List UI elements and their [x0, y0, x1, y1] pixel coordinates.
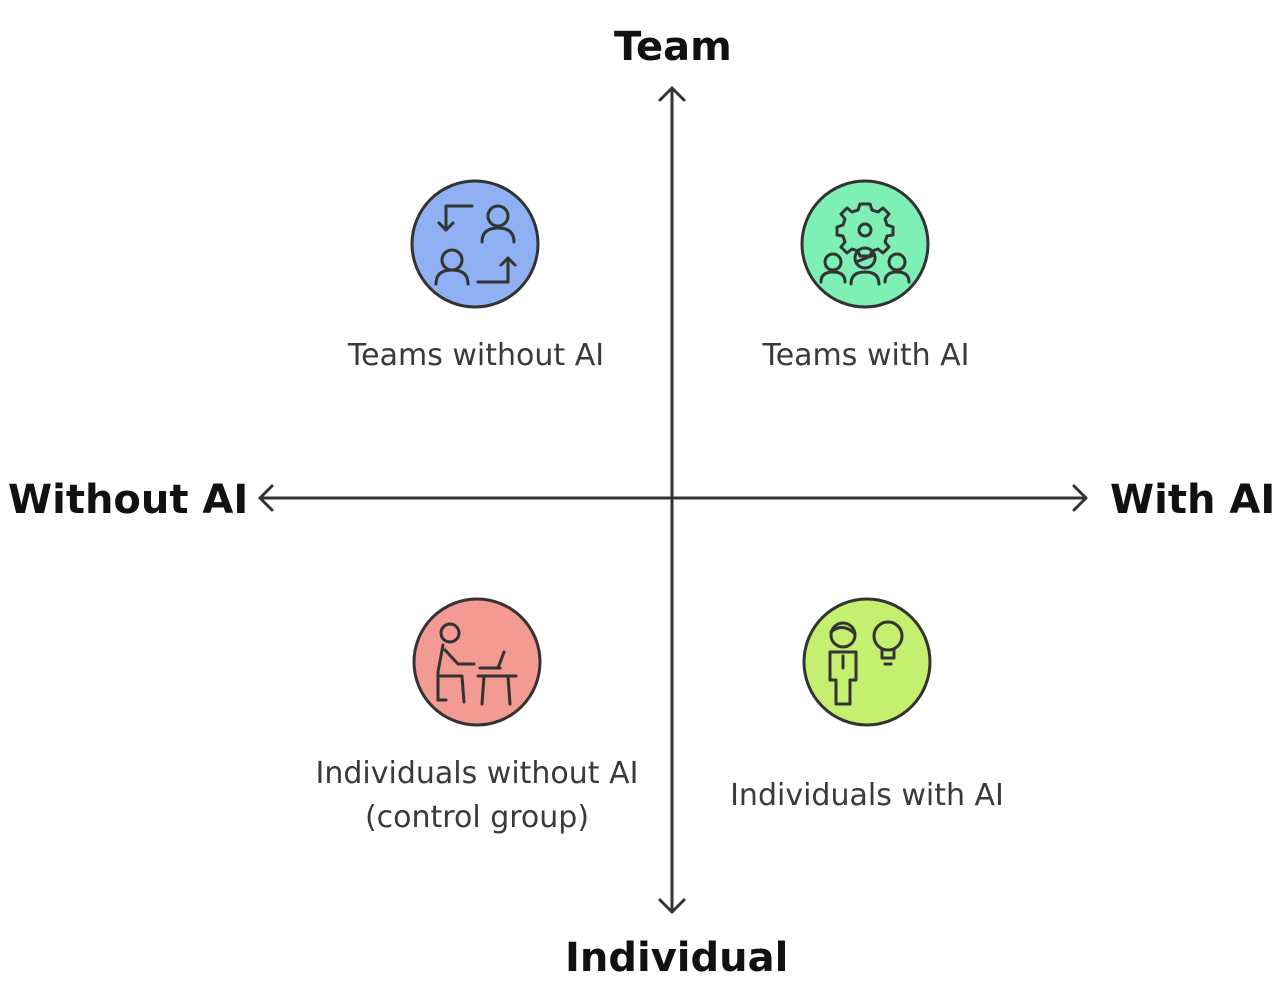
arrow-right-icon	[1072, 484, 1088, 512]
label-line: Individuals without AI	[315, 756, 639, 791]
axis-label-individual: Individual	[565, 935, 789, 981]
label-line: Individuals with AI	[730, 778, 1004, 813]
team-gear-icon	[800, 179, 930, 309]
person-lightbulb-circle	[802, 597, 932, 727]
person-at-desk-icon	[412, 597, 542, 727]
axis-label-with-ai: With AI	[1110, 477, 1276, 523]
axis-label-team: Team	[614, 24, 732, 70]
team-exchange-icon	[410, 179, 540, 309]
arrow-down-icon	[658, 898, 686, 914]
axis-label-without-ai: Without AI	[8, 477, 249, 523]
label-teams-without-ai: Teams without AI	[348, 334, 604, 378]
label-line: (control group)	[364, 800, 590, 835]
team-gear-circle	[800, 179, 930, 309]
axes	[258, 86, 1088, 914]
arrow-up-icon	[658, 86, 686, 102]
label-teams-with-ai: Teams with AI	[762, 334, 969, 378]
person-lightbulb-icon	[802, 597, 932, 727]
label-line: Teams without AI	[347, 338, 605, 373]
label-line: Teams with AI	[762, 338, 970, 373]
person-at-desk-circle	[412, 597, 542, 727]
team-exchange-circle	[410, 179, 540, 309]
label-individuals-without-ai: Individuals without AI (control group)	[316, 752, 639, 840]
arrow-left-icon	[258, 484, 274, 512]
label-individuals-with-ai: Individuals with AI	[730, 774, 1004, 818]
